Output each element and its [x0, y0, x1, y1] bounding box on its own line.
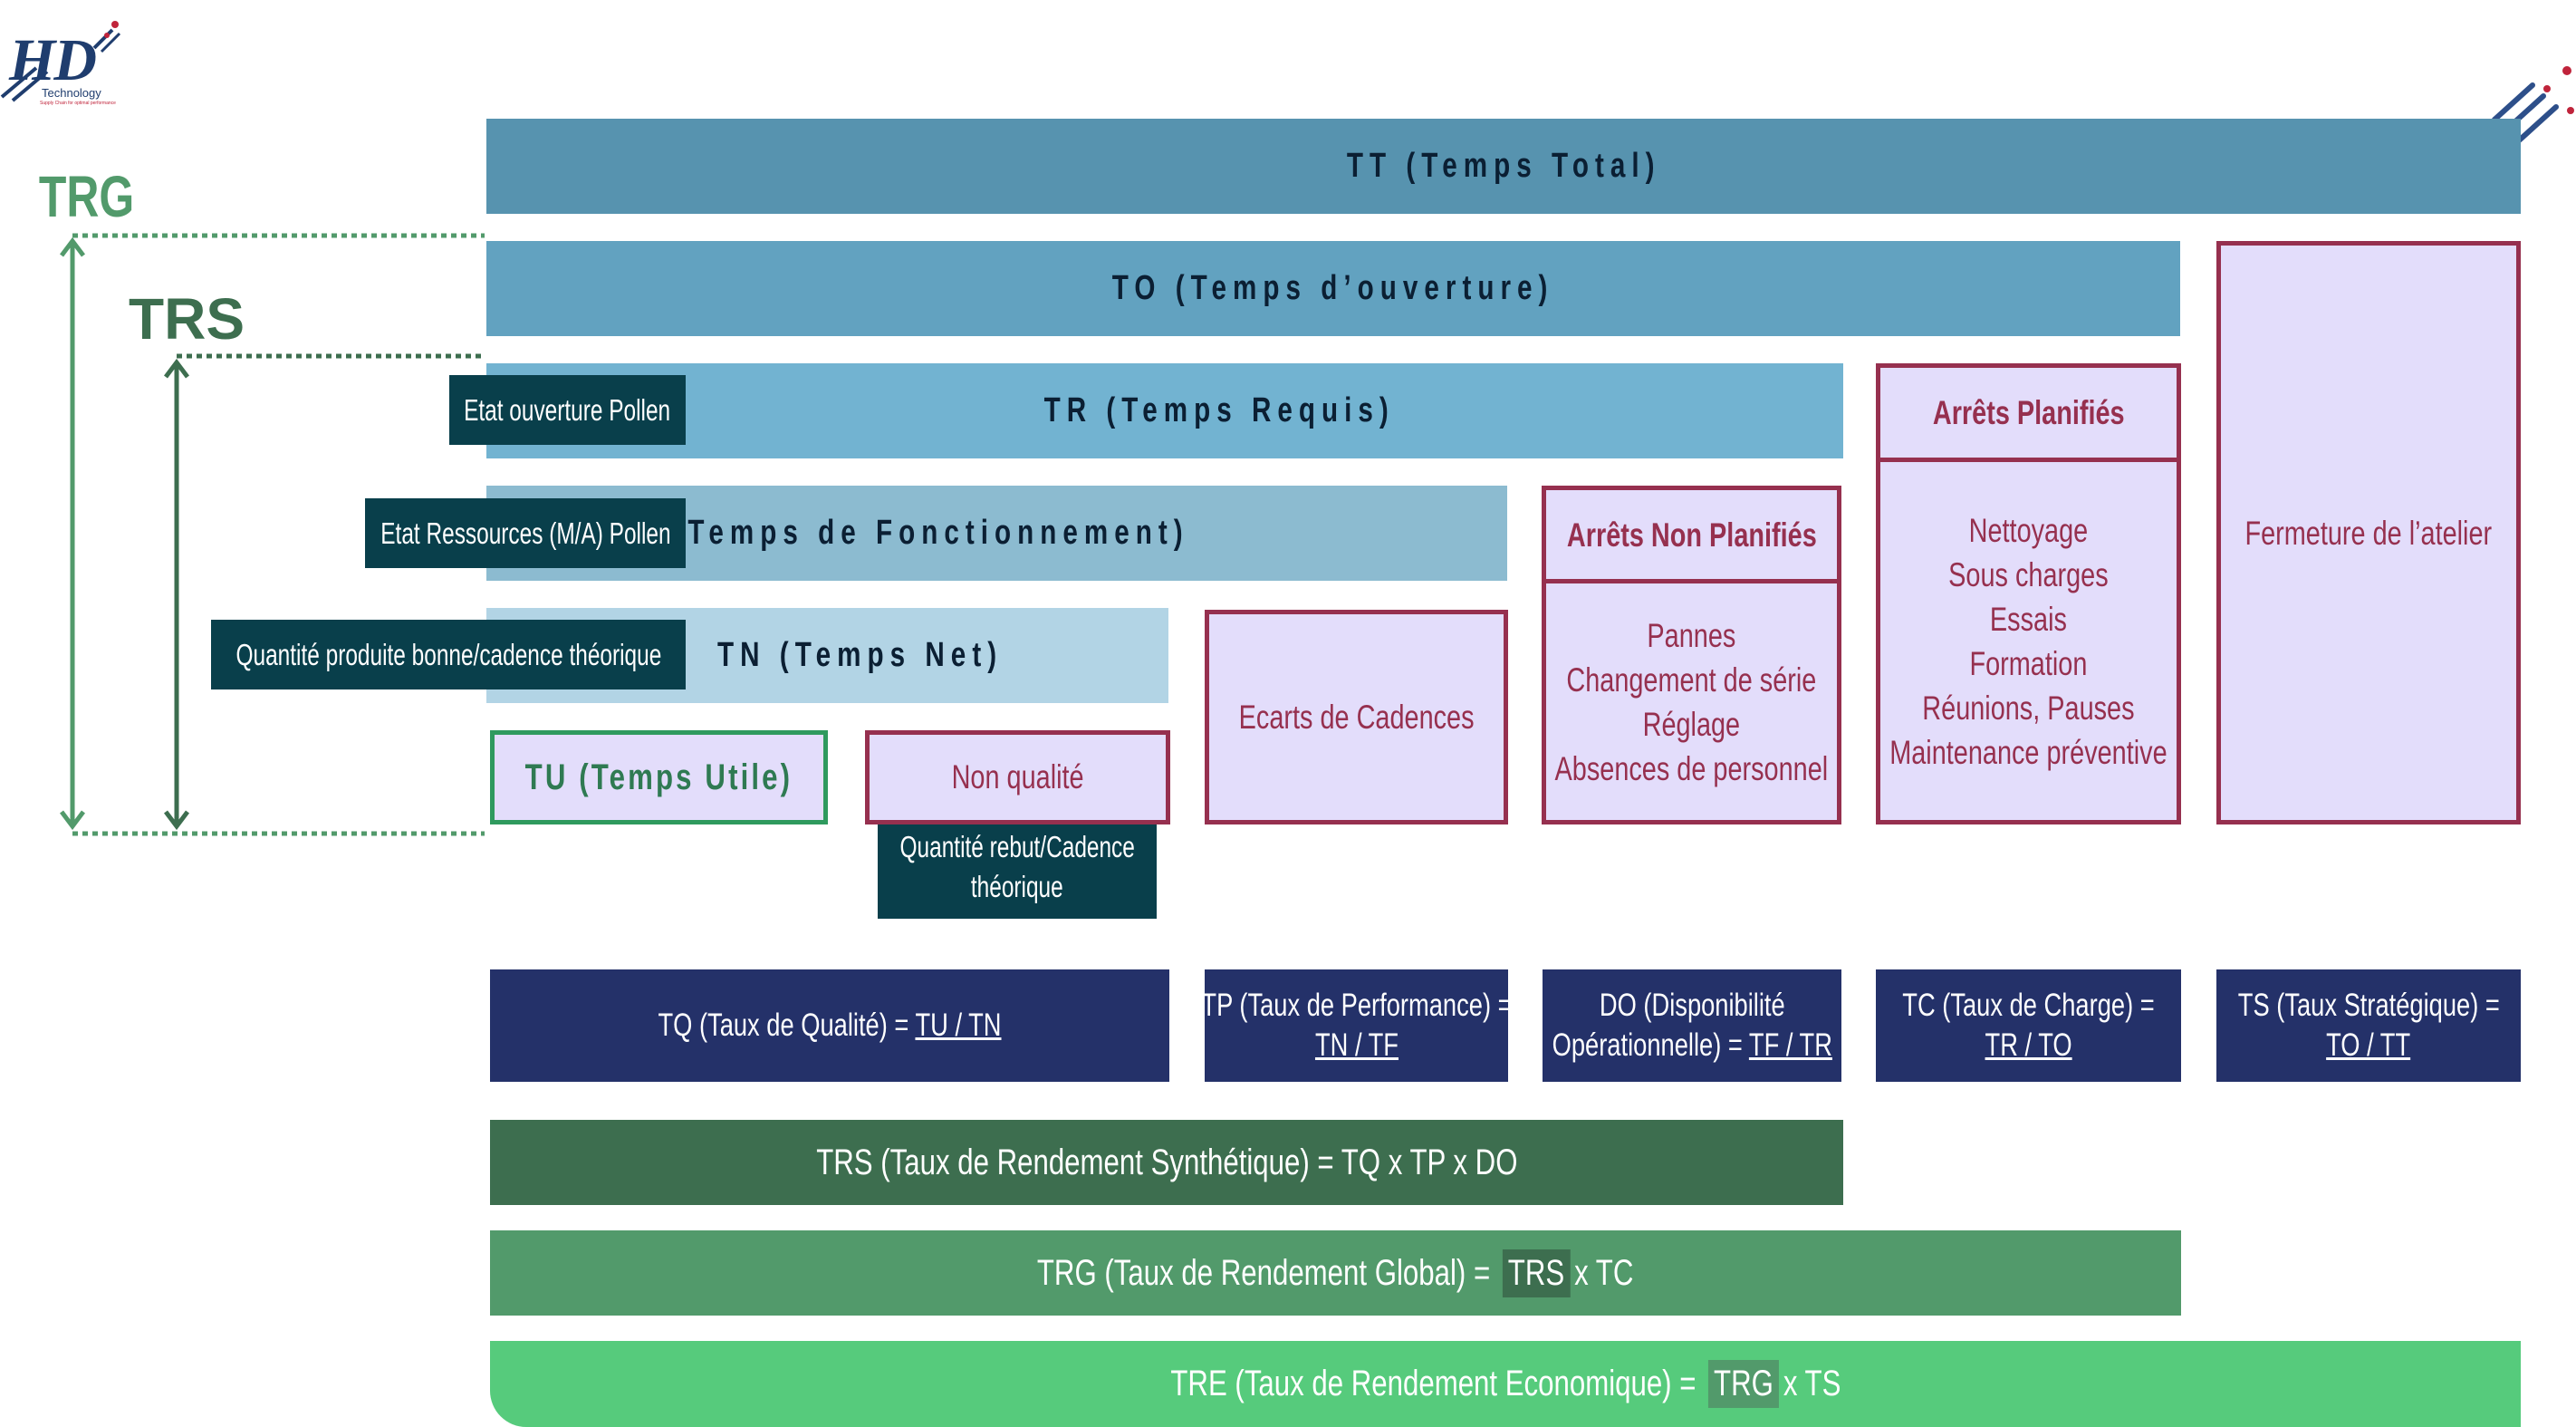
list-item: Formation	[1969, 644, 2088, 682]
tt-label: TT (Temps Total)	[1346, 147, 1661, 185]
trs-kpi-bar: TRS (Taux de Rendement Synthétique) = TQ…	[490, 1120, 1843, 1205]
tn-source-label: Quantité produite bonne/cadence théoriqu…	[211, 620, 686, 689]
logo-icon	[0, 21, 121, 102]
trs-chip: TRS	[1502, 1249, 1571, 1297]
arrets-non-planifies-list: Pannes Changement de série Réglage Absen…	[1516, 583, 1867, 820]
tu-label: TU (Temps Utile)	[524, 757, 793, 797]
arrets-non-planifies-box: Arrêts Non Planifiés Pannes Changement d…	[1542, 486, 1841, 824]
tf-source-label: Etat Ressources (M/A) Pollen	[365, 498, 686, 568]
trs-side-title: TRS	[129, 286, 245, 352]
trg-chip: TRG	[1707, 1360, 1779, 1408]
tq-formula: TQ (Taux de Qualité) = TU / TN	[490, 969, 1169, 1082]
arrets-planifies-box: Arrêts Planifiés Nettoyage Sous charges …	[1876, 363, 2181, 824]
non-qualite-source-label: Quantité rebut/Cadence théorique	[878, 815, 1157, 919]
tr-source-label: Etat ouverture Pollen	[449, 375, 686, 445]
do-formula: DO (Disponibilité Opérationnelle) = TF /…	[1543, 969, 1841, 1082]
tr-bar: TR (Temps Requis)	[486, 363, 1843, 458]
fermeture-label: Fermeture de l’atelier	[2244, 514, 2493, 552]
tu-box: TU (Temps Utile)	[490, 730, 828, 824]
arrets-non-planifies-header: Arrêts Non Planifiés	[1546, 490, 1837, 583]
logo-tagline: Supply Chain for optimal performance	[40, 101, 116, 106]
tt-bar: TT (Temps Total)	[486, 119, 2521, 214]
list-item: Sous charges	[1948, 555, 2109, 593]
ecarts-box: Ecarts de Cadences	[1205, 610, 1508, 824]
arrets-planifies-header: Arrêts Planifiés	[1880, 368, 2177, 462]
ts-formula: TS (Taux Stratégique) = TO / TT	[2216, 969, 2521, 1082]
tc-formula: TC (Taux de Charge) = TR / TO	[1876, 969, 2181, 1082]
ecarts-label: Ecarts de Cadences	[1238, 699, 1475, 736]
non-qualite-box: Non qualité	[865, 730, 1170, 824]
tr-label: TR (Temps Requis)	[1043, 391, 1395, 429]
logo-mark: HD	[9, 27, 97, 93]
tf-label: TF (Temps de Fonctionnement)	[613, 514, 1189, 552]
list-item: Pannes	[1647, 616, 1736, 654]
trg-trs-bracket	[60, 233, 485, 836]
trg-side-title: TRG	[38, 164, 135, 229]
tn-label: TN (Temps Net)	[717, 636, 1004, 674]
non-qualite-label: Non qualité	[951, 758, 1084, 795]
fermeture-box: Fermeture de l’atelier	[2216, 241, 2521, 824]
to-bar: TO (Temps d’ouverture)	[486, 241, 2180, 336]
to-label: TO (Temps d’ouverture)	[1112, 269, 1554, 307]
tp-formula: TP (Taux de Performance) = TN / TF	[1201, 969, 1512, 1082]
logo: HD Technology Supply Chain for optimal p…	[0, 14, 136, 113]
list-item: Changement de série	[1566, 660, 1817, 699]
list-item: Réglage	[1642, 705, 1741, 743]
arrets-planifies-list: Nettoyage Sous charges Essais Formation …	[1850, 462, 2206, 820]
list-item: Absences de personnel	[1554, 749, 1829, 787]
list-item: Nettoyage	[1968, 511, 2089, 549]
list-item: Maintenance préventive	[1889, 733, 2167, 771]
list-item: Réunions, Pauses	[1922, 689, 2135, 727]
logo-name: Technology	[42, 86, 101, 100]
tre-kpi-bar: TRE (Taux de Rendement Economique) = TRG…	[490, 1341, 2521, 1427]
list-item: Essais	[1990, 600, 2068, 638]
